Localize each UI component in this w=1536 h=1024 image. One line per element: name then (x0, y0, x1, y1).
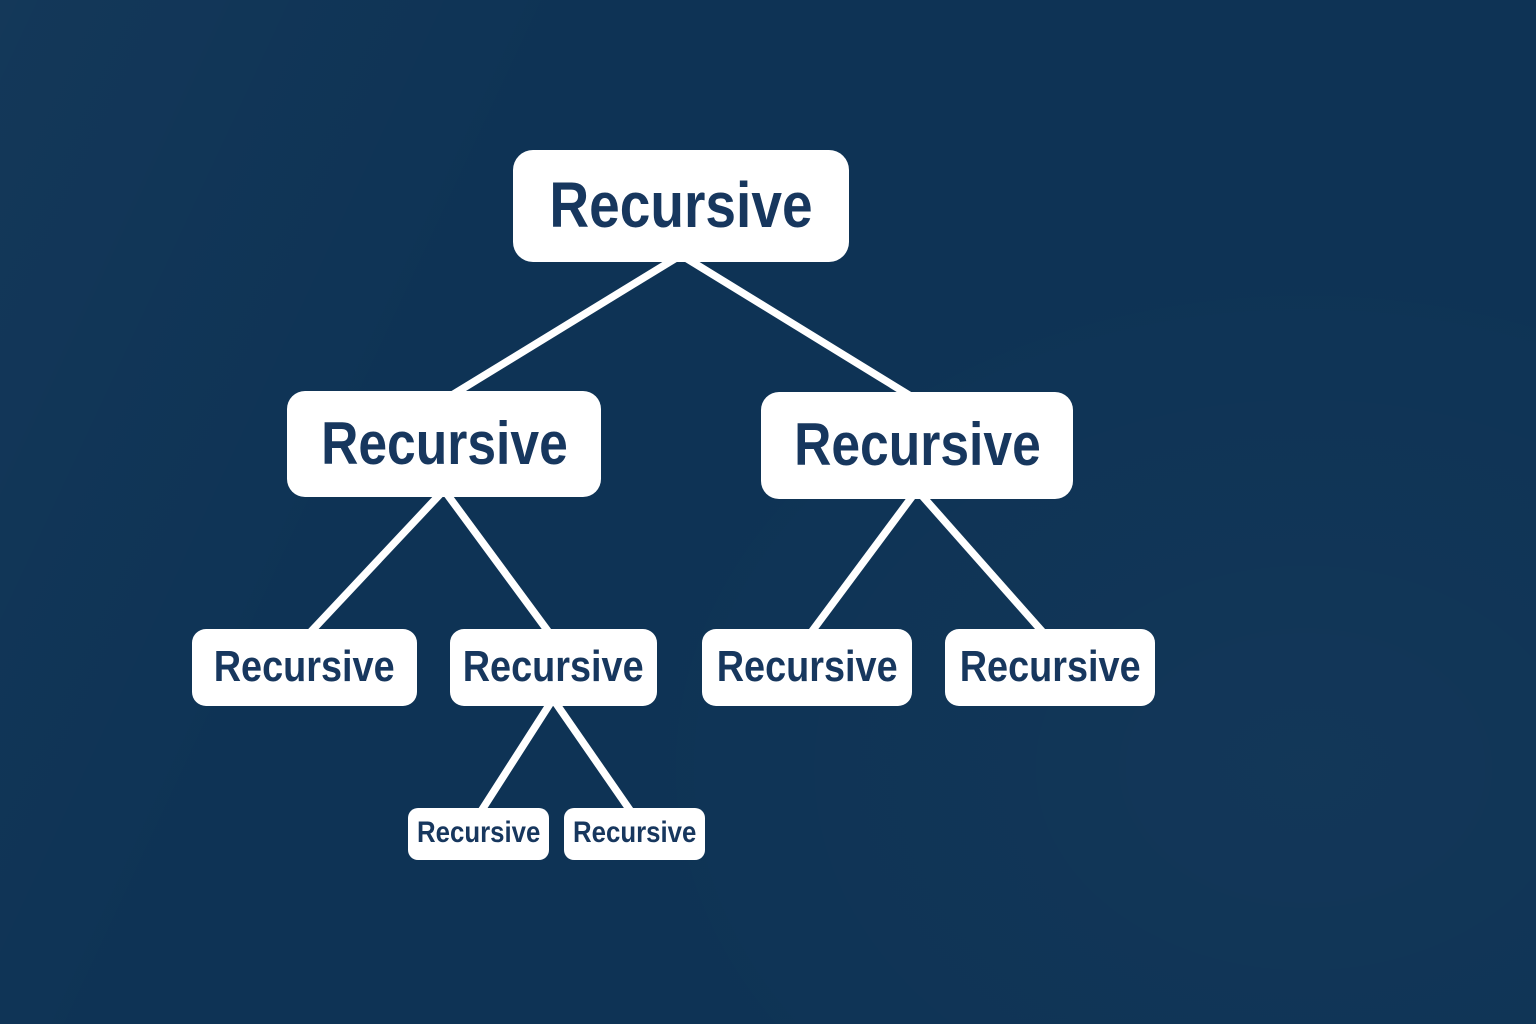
tree-node-label: Recursive (214, 641, 395, 691)
tree-edge-l3b-l4b (549, 696, 638, 819)
tree-node-label: Recursive (716, 641, 898, 691)
tree-node-root: Recursive (513, 150, 849, 262)
tree-node-level2-left: Recursive (287, 391, 601, 497)
tree-node-level3-c: Recursive (702, 629, 912, 706)
tree-node-label: Recursive (549, 169, 813, 241)
tree-node-label: Recursive (793, 411, 1041, 478)
tree-node-level3-a: Recursive (192, 629, 417, 706)
tree-edge-l3b-l4a (474, 696, 557, 819)
tree-node-level4-a: Recursive (408, 808, 549, 860)
tree-node-label: Recursive (572, 816, 697, 849)
tree-node-label: Recursive (320, 409, 568, 477)
tree-edge-l2right-l3c (803, 487, 921, 641)
tree-edge-root-l2right (679, 251, 919, 404)
tree-edge-l2left-l3a (302, 487, 447, 641)
tree-node-level2-right: Recursive (761, 392, 1073, 499)
tree-node-label: Recursive (959, 641, 1141, 691)
tree-node-level3-d: Recursive (945, 629, 1155, 706)
tree-edge-l2right-l3d (914, 487, 1051, 641)
tree-edge-l2left-l3b (440, 487, 557, 641)
tree-node-label: Recursive (416, 816, 541, 849)
tree-node-label: Recursive (463, 641, 644, 691)
tree-node-level4-b: Recursive (564, 808, 705, 860)
tree-node-level3-b: Recursive (450, 629, 657, 706)
tree-edge-root-l2left (442, 251, 683, 404)
